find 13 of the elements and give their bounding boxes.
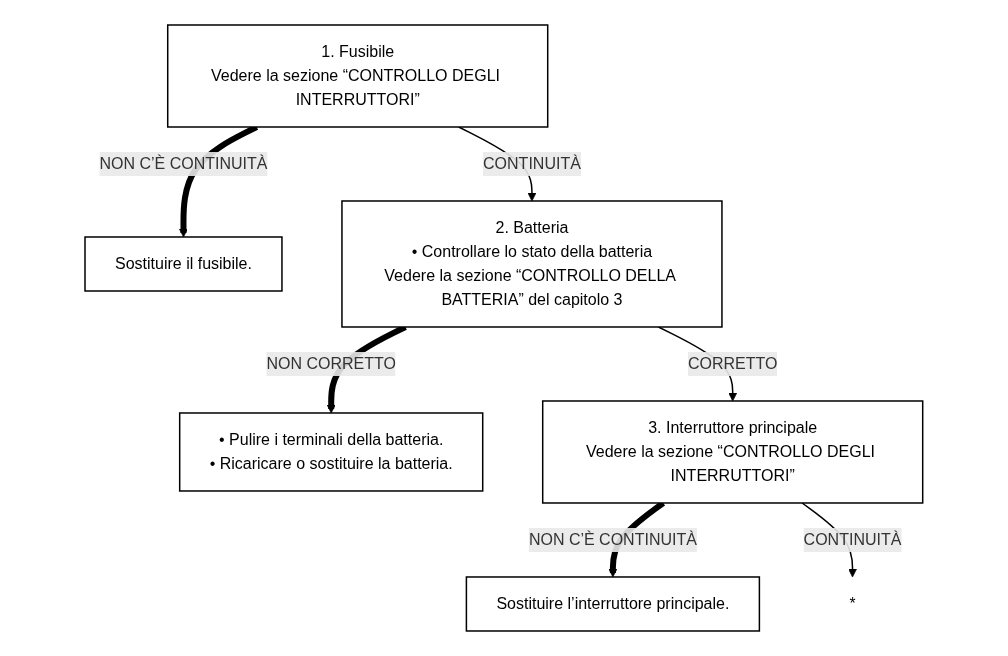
edge-label: NON C’È CONTINUITÀ (529, 530, 698, 548)
edge-label: CORRETTO (688, 354, 778, 372)
node-box: 2. Batteria • Controllare lo stato della batteria Vedere la sezione “CONTROLLO DELLA BATTERIA” del capitolo 3 (341, 200, 723, 328)
node-box: 3. Interruttore principale Vedere la sezione “CONTROLLO DEGLI INTERRUTTORI” (542, 400, 924, 504)
node-text: * (849, 594, 856, 612)
node-box: Sostituire l’interruttore principale. (465, 576, 761, 632)
edge-label: NON C’È CONTINUITÀ (99, 155, 268, 172)
node-box: 1. Fusibile Vedere la sezione “CONTROLLO DEGLI INTERRUTTORI” (167, 24, 549, 128)
node-box: Sostituire il fusibile. (84, 236, 283, 292)
edge-label: NON CORRETTO (266, 354, 397, 372)
node-box: • Pulire i terminali della batteria. • Ricaricare o sostituire la batteria. (179, 412, 484, 492)
edge-label: CONTINUITÀ (483, 155, 581, 172)
edge-label: CONTINUITÀ (803, 530, 902, 548)
